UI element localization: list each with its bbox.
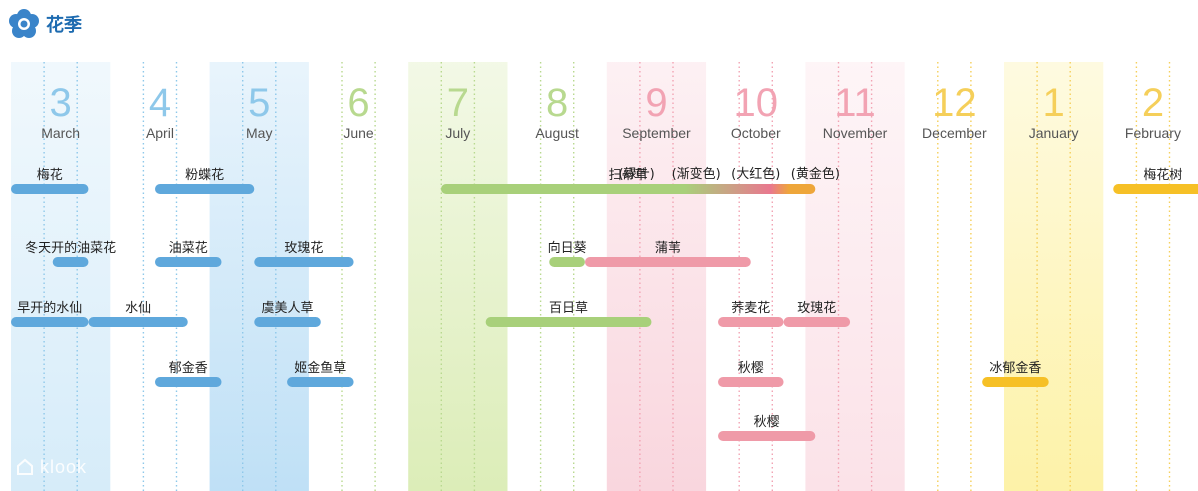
bar-13 <box>718 317 784 327</box>
month-band-may <box>209 62 309 491</box>
month-number-october: 10 <box>734 81 779 125</box>
bar-8 <box>584 257 751 267</box>
bar-10 <box>88 317 188 327</box>
bar-label-5: 油菜花 <box>169 240 208 256</box>
bar-label-9: 早开的水仙 <box>17 300 82 316</box>
month-band-september <box>606 62 707 491</box>
month-number-june: 6 <box>347 81 369 125</box>
bar-1 <box>154 184 255 194</box>
chart-header: 花季 <box>8 8 82 40</box>
month-name-april: April <box>146 125 174 141</box>
month-band-november <box>805 62 905 491</box>
bar-14 <box>783 317 851 327</box>
month-name-february: February <box>1125 125 1181 141</box>
bar-6 <box>254 257 354 267</box>
month-band-january <box>1004 62 1104 491</box>
month-number-december: 12 <box>932 81 977 125</box>
bar-label-1: 粉蝶花 <box>185 167 224 183</box>
bar-label-8: 蒲苇 <box>655 241 681 256</box>
month-number-march: 3 <box>50 81 72 125</box>
month-name-june: June <box>343 125 374 141</box>
kochia-annotation-3: (黄金色) <box>791 166 840 182</box>
month-number-january: 1 <box>1043 81 1065 125</box>
page-title: 花季 <box>46 15 82 36</box>
kochia-annotation-0: (绿叶) <box>619 167 655 182</box>
bar-12 <box>485 317 652 327</box>
kochia-annotation-1: (渐变色) <box>672 166 721 182</box>
month-name-august: August <box>535 125 579 141</box>
bar-19 <box>718 431 816 441</box>
bar-label-6: 玫瑰花 <box>284 240 323 256</box>
bar-18 <box>982 377 1049 387</box>
bar-label-0: 梅花 <box>37 167 63 183</box>
month-number-may: 5 <box>248 81 270 125</box>
blue-flower-icon <box>9 9 39 38</box>
month-number-april: 4 <box>149 81 171 125</box>
bar-label-17: 秋樱 <box>738 360 764 376</box>
month-name-september: September <box>622 125 691 141</box>
bar-4 <box>52 257 89 267</box>
bar-15 <box>154 377 222 387</box>
month-name-october: October <box>731 125 781 141</box>
bar-2 <box>440 184 816 194</box>
month-name-may: May <box>246 125 272 141</box>
bar-17 <box>718 377 784 387</box>
bar-label-3: 梅花树 <box>1143 167 1182 183</box>
watermark-text: klook <box>40 456 88 477</box>
bar-label-7: 向日葵 <box>548 240 587 256</box>
bar-label-11: 虞美人草 <box>262 301 314 316</box>
bar-3 <box>1113 184 1198 194</box>
month-name-december: December <box>922 125 987 141</box>
month-band-march <box>11 62 111 491</box>
bar-label-18: 冰郁金香 <box>989 360 1041 376</box>
month-number-february: 2 <box>1142 81 1164 125</box>
bar-9 <box>11 317 89 327</box>
kochia-annotation-2: (大红色) <box>731 166 780 182</box>
bar-0 <box>11 184 89 194</box>
bar-label-4: 冬天开的油菜花 <box>25 240 116 256</box>
bar-16 <box>287 377 354 387</box>
bar-label-14: 玫瑰花 <box>797 300 836 316</box>
month-name-july: July <box>445 125 470 141</box>
bar-label-19: 秋樱 <box>754 414 780 430</box>
bar-label-12: 百日草 <box>549 301 588 316</box>
month-number-november: 11 <box>834 81 876 125</box>
month-number-august: 8 <box>546 81 568 125</box>
month-number-july: 7 <box>447 81 469 125</box>
bar-label-13: 荞麦花 <box>731 300 770 316</box>
month-name-january: January <box>1029 125 1079 141</box>
bar-label-16: 姬金鱼草 <box>294 360 346 376</box>
month-name-november: November <box>823 125 888 141</box>
bar-11 <box>254 317 321 327</box>
month-band-july <box>408 62 508 491</box>
bar-label-15: 郁金香 <box>169 360 208 376</box>
bar-5 <box>154 257 222 267</box>
bar-label-2: 扫帚草 <box>609 168 648 183</box>
month-number-september: 9 <box>645 81 667 125</box>
bar-label-10: 水仙 <box>125 301 151 316</box>
klook-watermark: klook <box>14 456 87 478</box>
month-name-march: March <box>41 125 80 141</box>
bar-7 <box>549 257 585 267</box>
klook-logo-icon <box>17 458 33 475</box>
